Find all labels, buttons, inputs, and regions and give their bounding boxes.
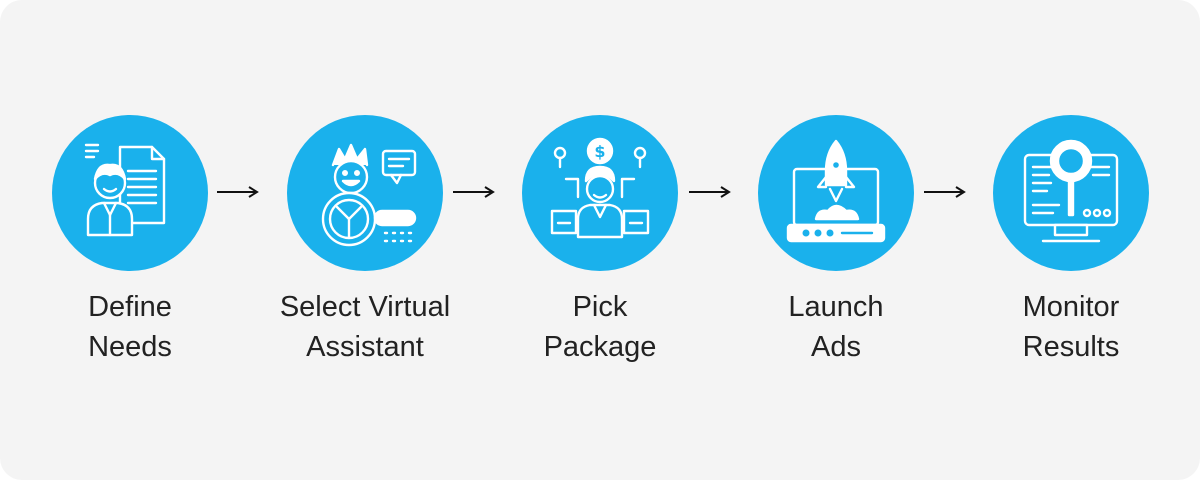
step-label: Launch Ads bbox=[716, 287, 956, 367]
step-label-line2: Needs bbox=[88, 331, 172, 363]
arrow-icon bbox=[922, 182, 968, 202]
step-circle bbox=[287, 115, 443, 271]
arrow-icon bbox=[215, 182, 261, 202]
svg-text:$: $ bbox=[594, 142, 605, 161]
step-circle bbox=[993, 115, 1149, 271]
step-label-line2: Package bbox=[543, 331, 657, 363]
assistant-search-icon bbox=[321, 143, 417, 247]
step-circle bbox=[52, 115, 208, 271]
step-label-line2: Ads bbox=[811, 331, 861, 363]
step-label-line1: Pick bbox=[572, 291, 628, 323]
arrow-icon bbox=[451, 182, 497, 202]
rocket-launch-icon bbox=[786, 139, 886, 243]
arrow-icon bbox=[687, 182, 733, 202]
step-label-line2: Assistant bbox=[306, 331, 424, 363]
step-circle bbox=[758, 115, 914, 271]
step-label: Select Virtual Assistant bbox=[245, 287, 485, 367]
step-label-line2: Results bbox=[1022, 331, 1120, 363]
step-label-line1: Launch bbox=[788, 291, 884, 323]
step-label-line1: Define bbox=[88, 291, 172, 323]
person-document-icon bbox=[84, 143, 166, 237]
step-label: Pick Package bbox=[480, 287, 720, 367]
step-label: Define Needs bbox=[10, 287, 250, 367]
step-circle: $ bbox=[522, 115, 678, 271]
step-label-line1: Select Virtual bbox=[279, 291, 451, 323]
package-selection-icon: $ bbox=[550, 137, 650, 239]
step-label-line1: Monitor bbox=[1022, 291, 1120, 323]
monitor-magnifier-icon bbox=[1023, 139, 1119, 243]
step-label: Monitor Results bbox=[951, 287, 1191, 367]
